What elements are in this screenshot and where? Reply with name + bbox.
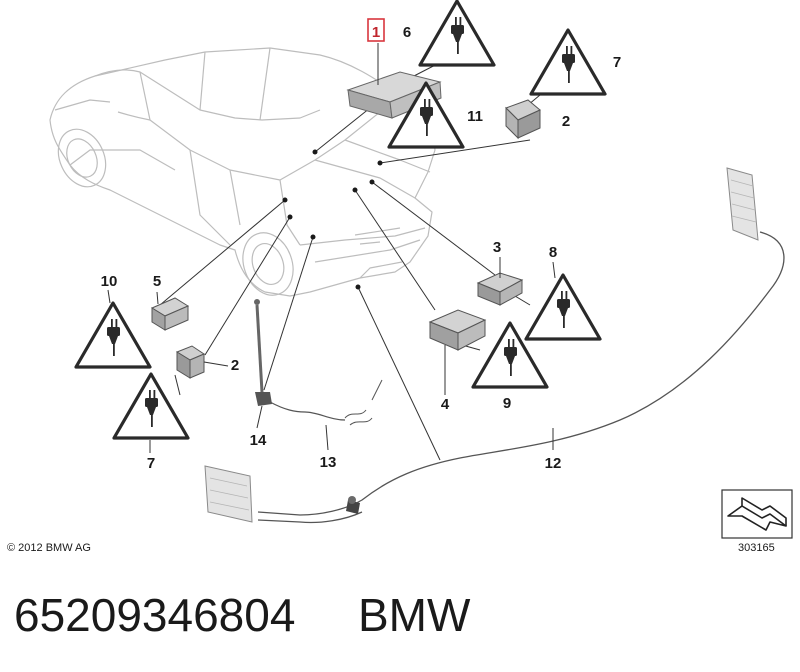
callout-leaders bbox=[107, 43, 556, 453]
rod-antenna-14 bbox=[254, 299, 272, 406]
cable-13 bbox=[269, 401, 346, 421]
module-4 bbox=[428, 309, 487, 351]
callout-3: 3 bbox=[493, 239, 501, 256]
callout-5: 5 bbox=[153, 273, 161, 290]
callout-13: 13 bbox=[320, 454, 337, 471]
callout-9: 9 bbox=[503, 395, 511, 412]
callout-1-highlight bbox=[367, 18, 385, 42]
callout-8: 8 bbox=[549, 244, 557, 261]
car-outline bbox=[49, 47, 436, 297]
copyright-notice: © 2012 BMW AG bbox=[7, 542, 91, 554]
antenna-cable-12-b bbox=[257, 511, 363, 524]
plug-warning-icon-6 bbox=[418, 0, 496, 67]
callout-1: 1 bbox=[372, 24, 380, 41]
plug-warning-icon-10 bbox=[74, 301, 152, 369]
callout-11: 11 bbox=[467, 108, 483, 125]
plug-warning-icon-8 bbox=[524, 273, 602, 341]
callout-6: 6 bbox=[403, 24, 411, 41]
leader-dots bbox=[282, 149, 383, 290]
part-number: 65209346804 bbox=[14, 589, 296, 641]
callout-7-bottom: 7 bbox=[147, 455, 155, 472]
callout-14: 14 bbox=[250, 432, 267, 449]
plug-warning-icon-7-top bbox=[529, 28, 607, 96]
brand-name: BMW bbox=[358, 589, 471, 641]
callout-12: 12 bbox=[545, 455, 562, 472]
cable-13-end bbox=[344, 379, 383, 426]
callout-2-top: 2 bbox=[562, 113, 570, 130]
antenna-cable-12 bbox=[257, 231, 785, 516]
module-3 bbox=[476, 272, 524, 306]
module-5 bbox=[150, 297, 190, 331]
drawing-number: 303165 bbox=[738, 542, 775, 554]
callout-10: 10 bbox=[101, 273, 118, 290]
bracket-2-top bbox=[505, 99, 541, 140]
bracket-2-left bbox=[175, 345, 206, 379]
callout-7-top: 7 bbox=[613, 54, 621, 71]
callout-2-left: 2 bbox=[231, 357, 239, 374]
callout-4: 4 bbox=[441, 396, 450, 413]
orientation-arrow-icon bbox=[721, 489, 793, 539]
window-antenna-bottom bbox=[204, 465, 360, 523]
window-antenna-12 bbox=[726, 167, 759, 241]
leader-lines bbox=[159, 59, 541, 461]
